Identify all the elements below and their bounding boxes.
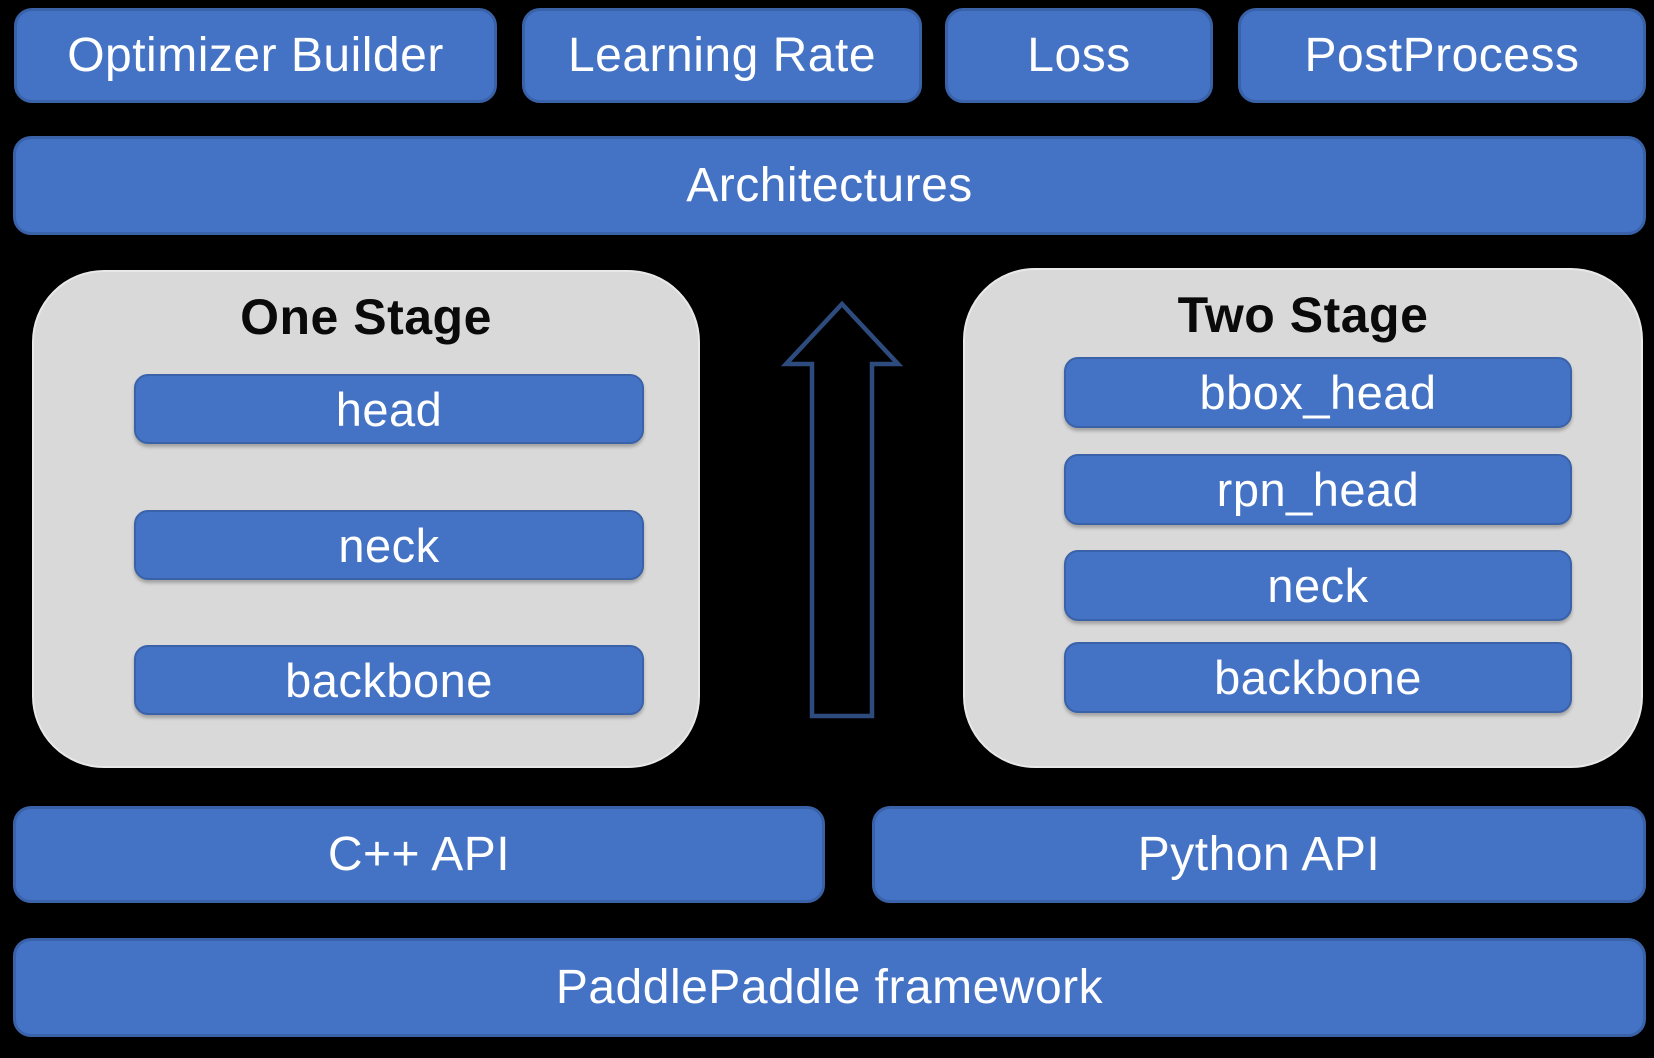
two-stage-layer-rpn-head: rpn_head	[1064, 454, 1572, 525]
module-box-optimizer-builder: Optimizer Builder	[14, 8, 497, 103]
module-box-postprocess: PostProcess	[1238, 8, 1646, 103]
module-box-learning-rate: Learning Rate	[522, 8, 922, 103]
one-stage-layer-head: head	[134, 374, 644, 444]
two-stage-container: Two Stage bbox_head rpn_head neck backbo…	[963, 268, 1643, 768]
two-stage-layer-bbox-head: bbox_head	[1064, 357, 1572, 428]
two-stage-layer-backbone: backbone	[1064, 642, 1572, 713]
cpp-api-box: C++ API	[13, 806, 825, 903]
two-stage-layer-neck: neck	[1064, 550, 1572, 621]
architectures-bar: Architectures	[13, 136, 1646, 235]
one-stage-layer-backbone: backbone	[134, 645, 644, 715]
two-stage-title: Two Stage	[1177, 287, 1429, 343]
framework-bar: PaddlePaddle framework	[13, 938, 1646, 1037]
one-stage-title: One Stage	[240, 289, 492, 345]
python-api-box: Python API	[872, 806, 1646, 903]
one-stage-container: One Stage head neck backbone	[32, 270, 700, 768]
module-box-loss: Loss	[945, 8, 1213, 103]
one-stage-layer-neck: neck	[134, 510, 644, 580]
up-arrow-icon	[778, 298, 906, 720]
